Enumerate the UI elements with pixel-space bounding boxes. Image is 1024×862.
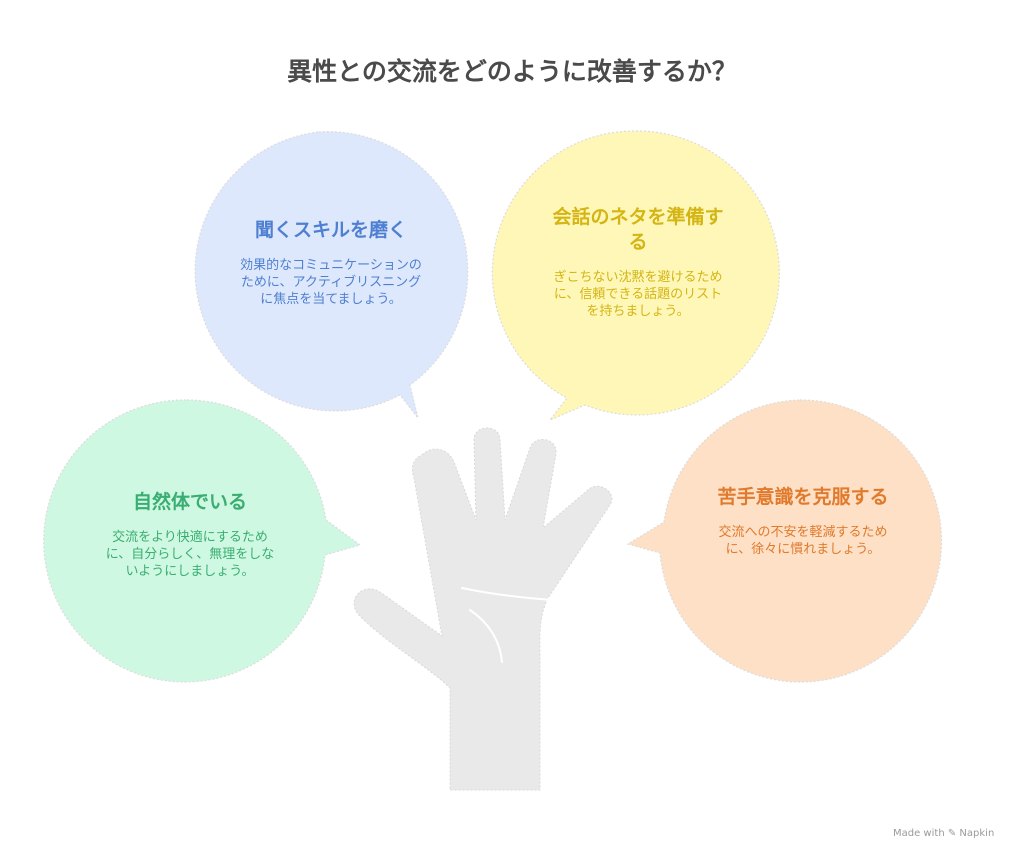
bubble-overcome-body: 交流への不安を軽減するために、徐々に慣れましょう。: [718, 525, 888, 557]
bubble-topics-shape: [491, 130, 780, 422]
bubble-topics: 会話のネタを準備する ぎこちない沈黙を避けるために、信頼できる話題のリストを持ち…: [548, 205, 728, 320]
bubble-overcome-shape: [626, 399, 943, 683]
hand-illustration: [353, 427, 613, 791]
bubble-topics-heading: 会話のネタを準備する: [552, 206, 724, 253]
bubble-overcome: 苦手意識を克服する 交流への不安を軽減するために、徐々に慣れましょう。: [712, 485, 894, 558]
bubble-natural: 自然体でいる 交流をより快適にするために、自分らしく、無理をしないようにしましょ…: [100, 490, 280, 580]
bubble-topics-body: ぎこちない沈黙を避けるために、信頼できる話題のリストを持ちましょう。: [553, 270, 723, 319]
napkin-icon: ✎: [947, 828, 957, 839]
page-title: 異性との交流をどのように改善するか？: [287, 57, 737, 86]
bubble-listen-shape: [194, 131, 469, 419]
bubble-natural-shape: [43, 399, 362, 683]
bubble-listen-heading: 聞くスキルを磨く: [254, 219, 407, 241]
made-with-credit: Made with ✎ Napkin: [893, 828, 994, 839]
credit-made-with: Made with: [893, 828, 945, 839]
credit-brand: Napkin: [959, 828, 995, 839]
bubble-listen-body: 効果的なコミュニケーションのために、アクティブリスニングに焦点を当てましょう。: [240, 258, 422, 307]
bubble-natural-heading: 自然体でいる: [132, 491, 247, 513]
bubble-overcome-heading: 苦手意識を克服する: [717, 486, 889, 508]
bubble-natural-body: 交流をより快適にするために、自分らしく、無理をしないようにしましょう。: [105, 530, 275, 579]
bubble-listen: 聞くスキルを磨く 効果的なコミュニケーションのために、アクティブリスニングに焦点…: [238, 218, 424, 308]
palm-lines: [461, 587, 553, 663]
